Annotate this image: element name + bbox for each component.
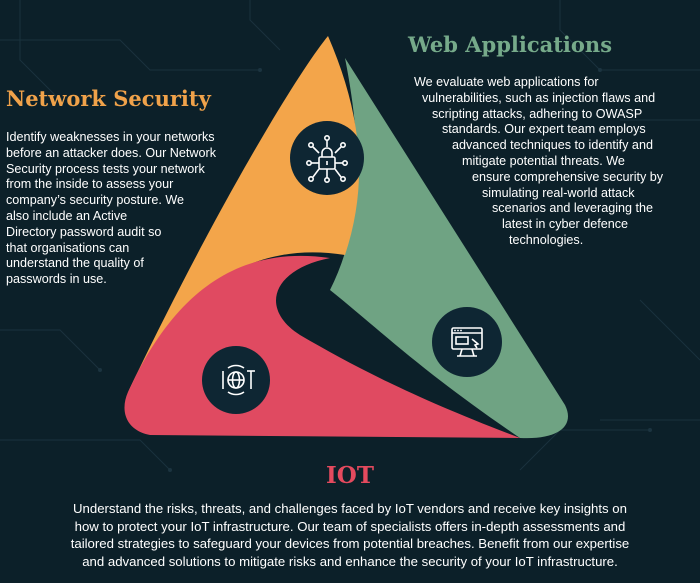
web-applications-title: Web Applications: [408, 32, 613, 57]
description-line: before an attacker does. Our Network: [6, 145, 216, 160]
description-line: that organisations can: [6, 240, 130, 255]
description-line: how to protect your IoT infrastructure. …: [74, 518, 626, 534]
description-line: Understand the risks, threats, and chall…: [73, 501, 627, 516]
description-line: standards. Our expert team employs: [442, 122, 646, 137]
monitor-browser-icon: [432, 307, 502, 377]
description-line: We evaluate web applications for: [414, 75, 599, 89]
description-line: advanced techniques to identify and: [452, 138, 653, 153]
description-line: ensure comprehensive security by: [472, 169, 664, 184]
description-line: scripting attacks, adhering to OWASP: [432, 106, 643, 121]
iot-title: IOT: [326, 462, 374, 489]
description-line: technologies.: [509, 232, 584, 247]
description-line: vulnerabilities, such as injection flaws…: [422, 90, 656, 105]
description-line: also include an Active: [6, 208, 128, 223]
description-line: mitigate potential threats. We: [462, 153, 625, 168]
web-applications-segment: [330, 58, 568, 439]
network-security-description: Identify weaknesses in your networks bef…: [6, 130, 291, 288]
description-line: Security process tests your network: [6, 161, 205, 176]
network-lock-icon: [290, 121, 364, 195]
description-line: Identify weaknesses in your networks: [6, 130, 215, 144]
iot-globe-icon: [202, 346, 270, 414]
description-line: understand the quality of: [6, 256, 144, 271]
description-line: Directory password audit so: [6, 224, 162, 239]
description-line: tailored strategies to safeguard your de…: [70, 536, 630, 551]
iot-description: Understand the risks, threats, and chall…: [0, 500, 700, 570]
description-line: and advanced solutions to mitigate risks…: [82, 553, 618, 569]
network-security-segment: [128, 36, 360, 392]
description-line: simulating real-world attack: [482, 185, 635, 200]
web-applications-description: We evaluate web applications for vulnera…: [402, 75, 700, 249]
network-security-title: Network Security: [6, 86, 211, 111]
description-line: company’s security posture. We: [6, 193, 185, 208]
description-line: latest in cyber defence: [502, 217, 629, 232]
description-line: passwords in use.: [6, 272, 107, 287]
description-line: scenarios and leveraging the: [492, 201, 654, 216]
description-line: from the inside to assess your: [6, 177, 174, 192]
